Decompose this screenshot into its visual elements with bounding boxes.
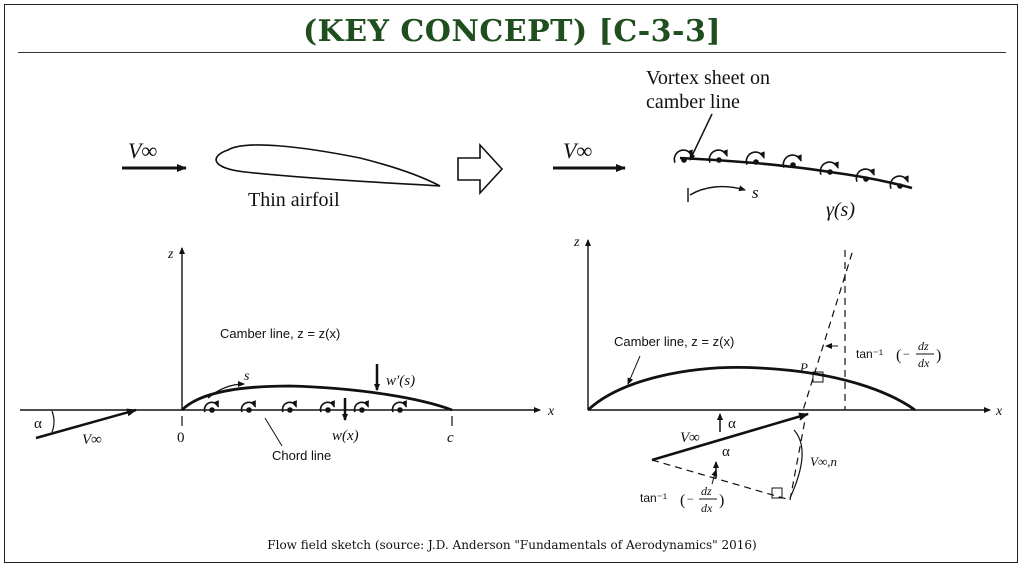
vortex-center bbox=[359, 407, 365, 413]
vn-brace bbox=[789, 429, 803, 499]
tan-bottom-minus: − bbox=[687, 492, 694, 506]
bottom-right-panel: z x Camber line, z = z(x) P V∞ α α V∞,n … bbox=[573, 235, 1003, 515]
vortex-swirl bbox=[745, 151, 765, 165]
transform-arrow bbox=[457, 142, 504, 196]
alpha-arc-left bbox=[51, 410, 55, 433]
bottom-left-panel: z x Camber line, z = z(x) s w′(s) w(x) C… bbox=[20, 247, 555, 463]
x-axis-label-left: x bbox=[547, 404, 555, 419]
w-prime-label: w′(s) bbox=[386, 373, 415, 389]
camber-line-left bbox=[181, 384, 453, 412]
camber-label-left: Camber line, z = z(x) bbox=[220, 326, 340, 341]
vortex-center bbox=[325, 407, 331, 413]
vortex-center bbox=[287, 407, 293, 413]
camber-line-sheet bbox=[679, 156, 913, 190]
vortex-swirl bbox=[281, 400, 298, 413]
w-x-label: w(x) bbox=[332, 428, 359, 444]
alpha-label-left: α bbox=[34, 416, 42, 432]
vortex-swirl bbox=[855, 168, 875, 182]
chord-vortex-markers bbox=[203, 400, 408, 413]
vortex-sheet-label-line2: camber line bbox=[646, 91, 740, 113]
vortex-center bbox=[790, 162, 796, 168]
vn-label: V∞,n bbox=[810, 454, 837, 469]
freestream-arrow-left bbox=[35, 408, 137, 440]
vortex-swirl bbox=[319, 400, 336, 413]
top-right-panel: V∞ Vortex sheet on camber line s γ(s) bbox=[553, 67, 913, 221]
camber-line-right bbox=[587, 366, 916, 412]
tan-bottom-rparen: ) bbox=[719, 492, 724, 509]
tan-top-minus: − bbox=[903, 347, 910, 361]
vortex-swirl bbox=[889, 175, 909, 189]
normal-dashed-line bbox=[799, 249, 854, 421]
vortex-center bbox=[246, 407, 252, 413]
vortex-swirl bbox=[391, 400, 408, 413]
tan-bottom-dz: dz bbox=[701, 484, 712, 498]
tan-bottom-dx: dx bbox=[701, 501, 713, 515]
freestream-label-left: V∞ bbox=[82, 432, 102, 448]
alpha-bottom-label: α bbox=[722, 444, 730, 460]
vortex-center bbox=[209, 407, 215, 413]
camber-label-right: Camber line, z = z(x) bbox=[614, 334, 734, 349]
title-divider bbox=[18, 52, 1006, 53]
vortex-swirl bbox=[708, 149, 728, 163]
c-label: c bbox=[447, 430, 454, 446]
freestream-label-right-bottom: V∞ bbox=[680, 430, 700, 446]
origin-label: 0 bbox=[177, 430, 185, 446]
freestream-vector-right bbox=[651, 412, 809, 462]
normal-component-dashed bbox=[789, 419, 806, 501]
chord-line-label: Chord line bbox=[272, 448, 331, 463]
vortex-swirl bbox=[782, 154, 802, 168]
s-label-left: s bbox=[244, 369, 250, 384]
camber-pointer-right bbox=[627, 355, 641, 385]
tan-bottom-pointer bbox=[711, 469, 718, 485]
vortex-center bbox=[681, 157, 687, 163]
figure-caption: Flow field sketch (source: J.D. Anderson… bbox=[267, 538, 757, 552]
right-angle-marker-p bbox=[812, 371, 824, 383]
freestream-label: V∞ bbox=[128, 138, 157, 163]
gamma-label: γ(s) bbox=[826, 199, 855, 221]
z-axis-label-left: z bbox=[167, 247, 174, 262]
slide-title: (KEY CONCEPT) [C-3-3] bbox=[302, 14, 722, 49]
vortex-center bbox=[897, 183, 903, 189]
vortex-swirl bbox=[203, 400, 220, 413]
top-left-panel: V∞ Thin airfoil bbox=[122, 138, 504, 211]
vortex-swirl bbox=[240, 400, 257, 413]
vortex-center bbox=[827, 169, 833, 175]
vortex-swirl bbox=[673, 149, 693, 163]
tan-top-dz: dz bbox=[918, 339, 929, 353]
vortex-center bbox=[863, 176, 869, 182]
vortex-center bbox=[716, 157, 722, 163]
vortex-swirl bbox=[353, 400, 370, 413]
tan-top-dx: dx bbox=[918, 356, 930, 370]
x-axis-label-right: x bbox=[995, 404, 1003, 419]
vortex-center bbox=[753, 159, 759, 165]
thin-airfoil-label: Thin airfoil bbox=[248, 189, 340, 211]
s-direction-arrow-left bbox=[207, 381, 245, 399]
vortex-center bbox=[397, 407, 403, 413]
right-angle-marker-lower bbox=[771, 487, 783, 499]
s-label-top: s bbox=[752, 183, 759, 202]
slide-frame bbox=[4, 4, 1018, 563]
alpha-top-label: α bbox=[728, 416, 736, 432]
tan-bottom-label: tan⁻¹ bbox=[640, 491, 667, 505]
tan-top-label: tan⁻¹ bbox=[856, 347, 883, 361]
tan-top-rparen: ) bbox=[936, 347, 941, 364]
z-axis-label-right: z bbox=[573, 235, 580, 250]
vortex-sheet-label-line1: Vortex sheet on bbox=[646, 67, 770, 89]
freestream-label-right: V∞ bbox=[563, 138, 592, 163]
vortex-markers bbox=[673, 149, 909, 189]
point-p-label: P bbox=[799, 360, 808, 375]
vortex-swirl bbox=[819, 161, 839, 175]
vortex-sheet-pointer bbox=[689, 113, 713, 161]
s-direction-arrow bbox=[689, 185, 746, 196]
chord-pointer bbox=[264, 417, 283, 447]
thin-airfoil-shape bbox=[215, 144, 441, 187]
tan-top-lparen: ( bbox=[896, 347, 901, 364]
tan-bottom-lparen: ( bbox=[680, 492, 685, 509]
